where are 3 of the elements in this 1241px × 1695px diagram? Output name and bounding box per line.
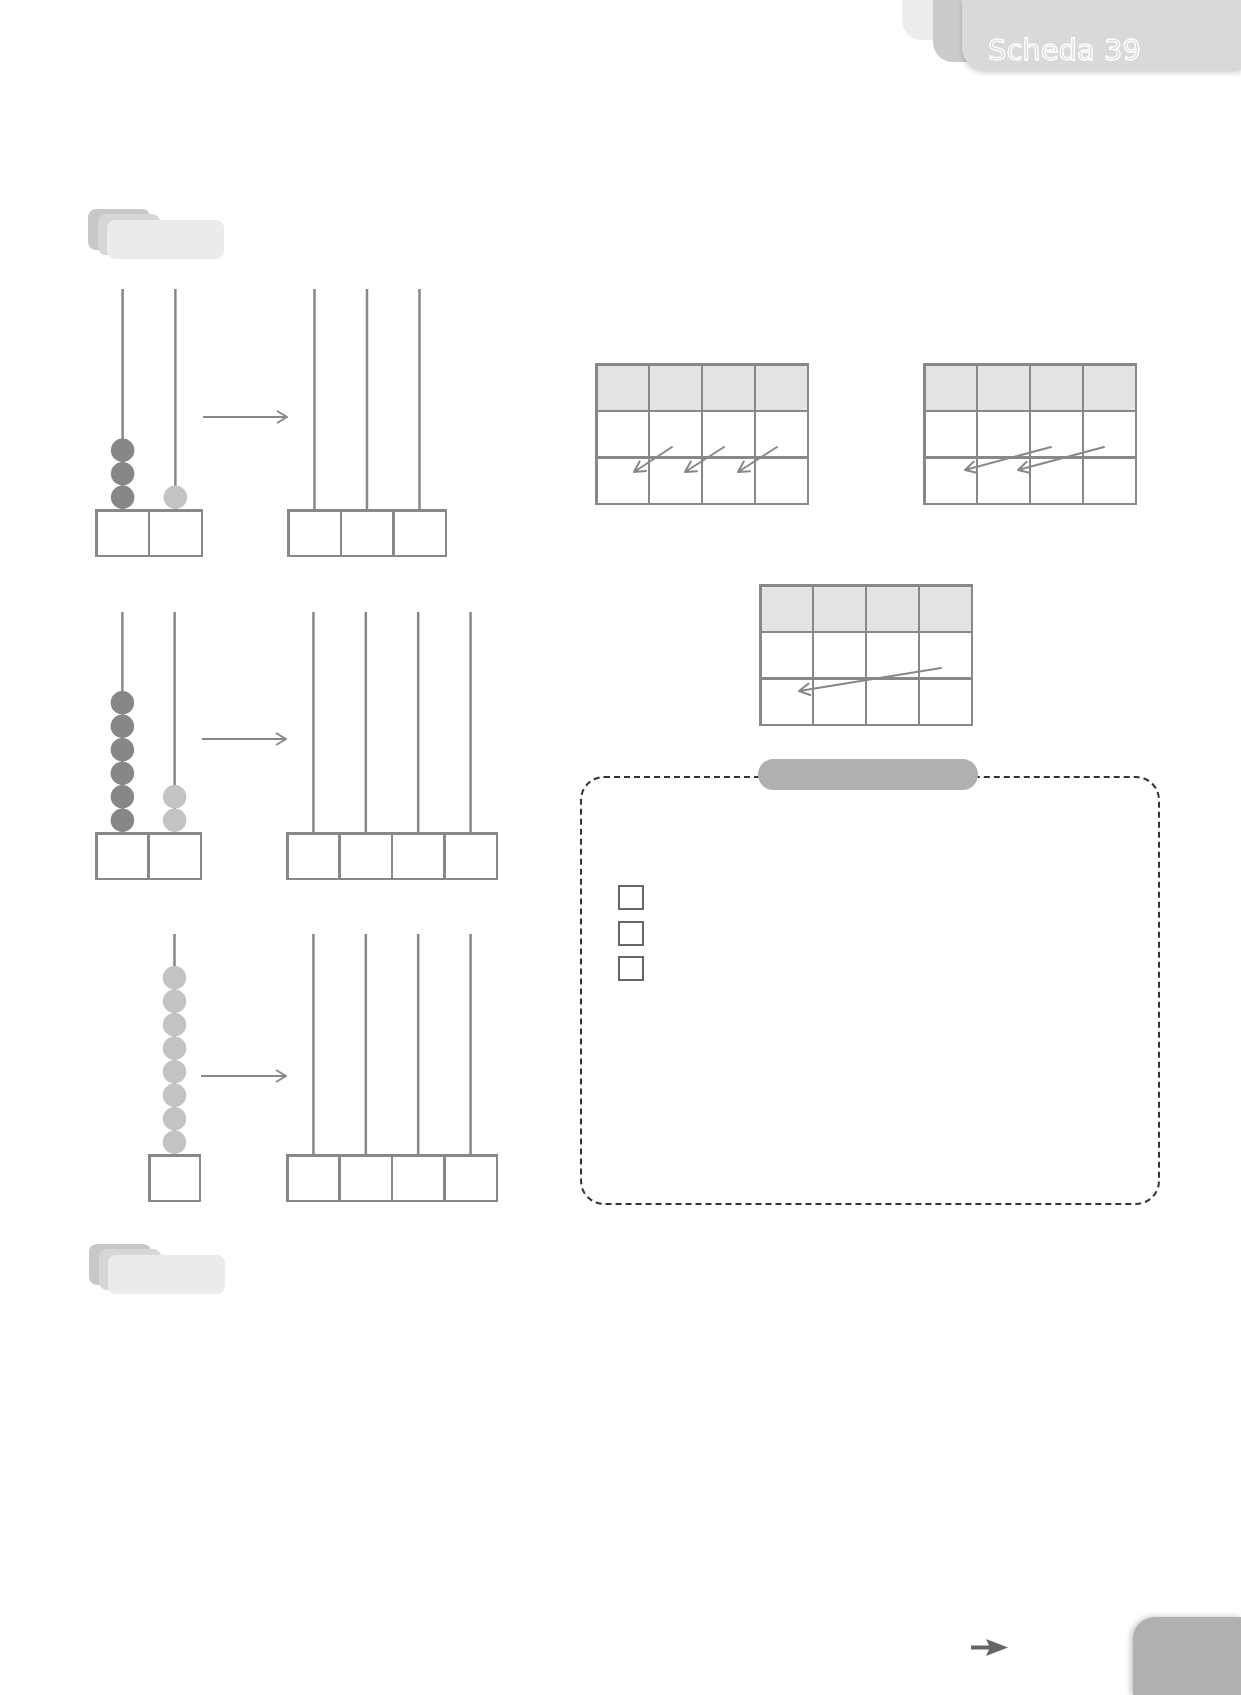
arrow bbox=[202, 410, 288, 424]
arrow bbox=[201, 732, 287, 746]
arrow bbox=[200, 1069, 287, 1083]
